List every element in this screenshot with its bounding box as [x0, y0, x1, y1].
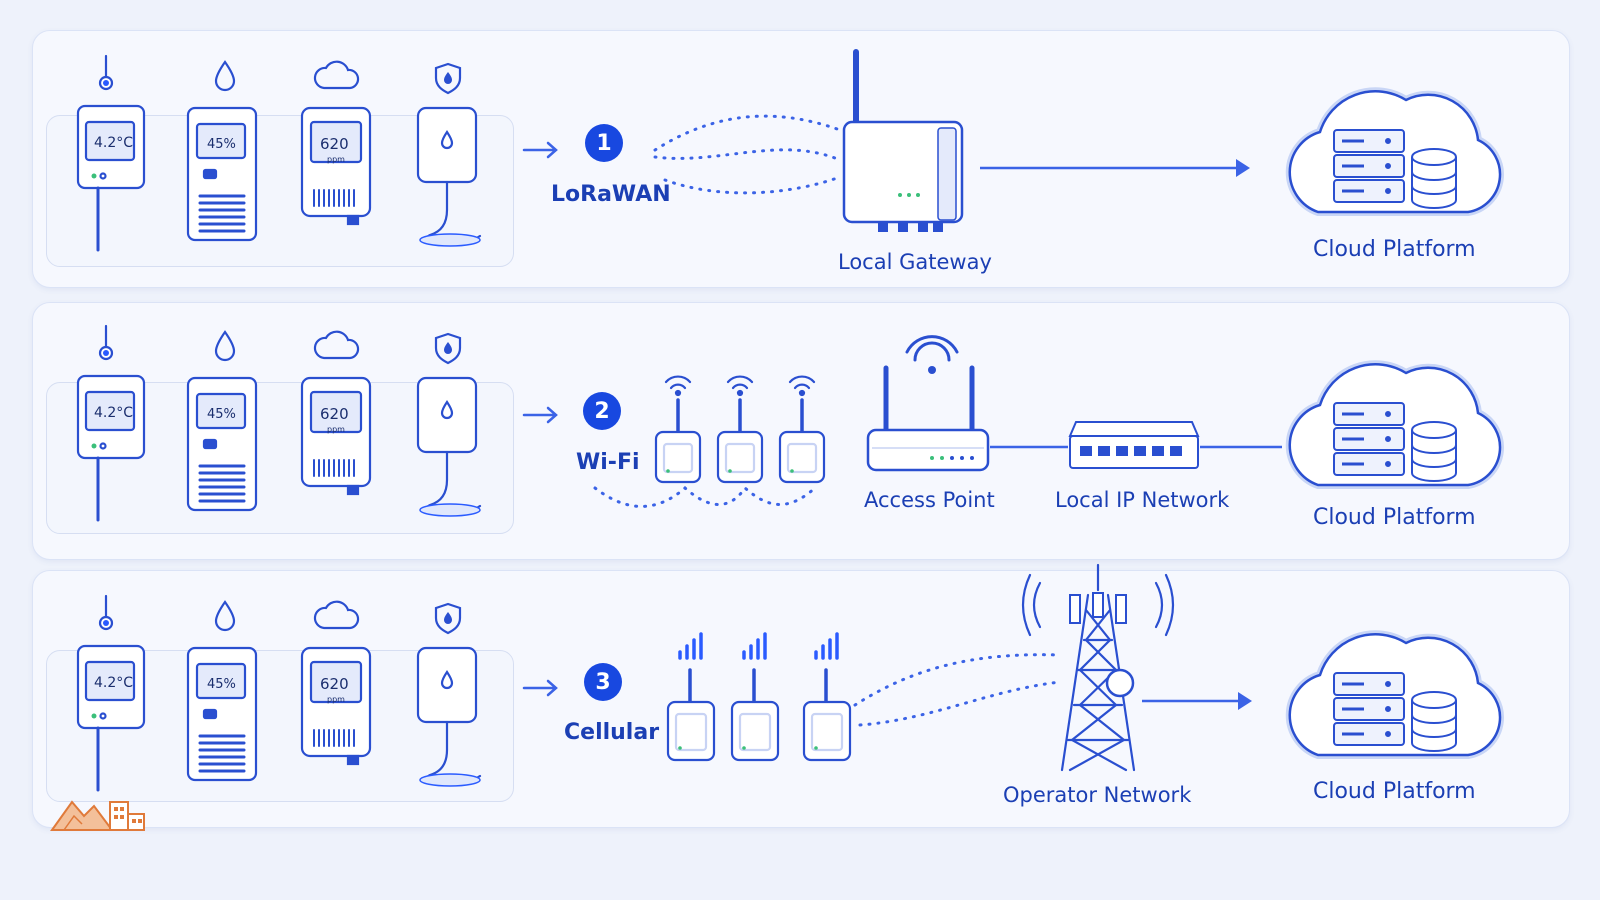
thermometer-icon — [98, 324, 114, 361]
wifi-module — [716, 375, 764, 484]
wifi-icon — [664, 375, 692, 397]
sensor-reading: 620 — [320, 135, 349, 153]
wifi-icon — [726, 375, 754, 397]
wifi-module — [778, 375, 826, 484]
sensor-reading: ppm — [327, 155, 345, 164]
cellular-modules — [666, 632, 852, 762]
wifi-icon — [788, 375, 816, 397]
shield-droplet-icon — [434, 62, 462, 95]
shield-droplet-icon — [434, 332, 462, 365]
droplet-icon — [214, 330, 236, 362]
sensor-reading: 4.2°C — [94, 405, 134, 421]
sensor-devices — [76, 594, 482, 792]
gateway-icon — [842, 49, 964, 232]
cloud-platform-icon — [1285, 87, 1504, 216]
step-badge-3: 3 — [584, 663, 622, 701]
cloud-icon — [313, 600, 360, 630]
sensor-devices — [76, 324, 482, 522]
cloud-label: Cloud Platform — [1313, 237, 1476, 262]
node-label-local-ip-network: Local IP Network — [1055, 488, 1230, 512]
server-icon — [1333, 129, 1405, 203]
sensor-reading: 45% — [207, 677, 236, 692]
sensor-reading: 620 — [320, 675, 349, 693]
thermometer-icon — [98, 54, 114, 91]
signal-bars-icon — [742, 632, 767, 660]
access-point-icon — [866, 335, 990, 472]
shield-droplet-icon — [434, 602, 462, 635]
node-label-local-gateway: Local Gateway — [838, 250, 992, 274]
node-label-operator-network: Operator Network — [1003, 783, 1192, 807]
thermometer-icon — [98, 594, 114, 631]
signal-bars-icon — [678, 632, 703, 660]
sensor-reading: 45% — [207, 137, 236, 152]
arrow-icon — [522, 406, 558, 424]
arrow-icon — [522, 141, 558, 159]
server-icon — [1333, 672, 1405, 746]
cellular-link-lines — [853, 653, 1062, 727]
sensor-reading: 45% — [207, 407, 236, 422]
wifi-module — [654, 375, 702, 484]
signal-bars-icon — [814, 632, 839, 660]
cloud-label: Cloud Platform — [1313, 505, 1476, 530]
mountain-building-logo — [50, 800, 145, 831]
step-badge-2: 2 — [583, 392, 621, 430]
arrow-to-cloud — [980, 159, 1250, 177]
database-icon — [1411, 148, 1457, 209]
sensor-reading: 620 — [320, 405, 349, 423]
radio-link-lines — [653, 114, 842, 195]
server-icon — [1333, 402, 1405, 476]
cellular-module — [730, 632, 780, 762]
cloud-platform-icon — [1285, 630, 1504, 759]
sensor-reading: 4.2°C — [94, 135, 134, 151]
network-switch-icon — [1068, 421, 1200, 469]
arrow-to-cloud — [1142, 692, 1252, 710]
cloud-label: Cloud Platform — [1313, 779, 1476, 804]
wifi-modules — [593, 375, 826, 508]
cloud-icon — [313, 330, 360, 360]
droplet-icon — [214, 60, 236, 92]
protocol-label-lorawan: LoRaWAN — [551, 182, 671, 207]
sensor-reading: 4.2°C — [94, 675, 134, 691]
cellular-module — [666, 632, 716, 762]
cell-tower-icon — [1021, 563, 1175, 772]
cloud-icon — [313, 60, 360, 90]
ethernet-link — [990, 445, 1282, 449]
arrow-icon — [522, 679, 558, 697]
sensor-reading: ppm — [327, 425, 345, 434]
droplet-icon — [214, 600, 236, 632]
protocol-label-wifi: Wi-Fi — [576, 450, 640, 475]
node-label-access-point: Access Point — [864, 488, 995, 512]
protocol-label-cellular: Cellular — [564, 720, 660, 745]
step-badge-1: 1 — [585, 124, 623, 162]
database-icon — [1411, 691, 1457, 752]
sensor-reading: ppm — [327, 695, 345, 704]
cellular-module — [802, 632, 852, 762]
database-icon — [1411, 421, 1457, 482]
sensor-devices — [76, 54, 482, 252]
cloud-platform-icon — [1285, 360, 1504, 489]
